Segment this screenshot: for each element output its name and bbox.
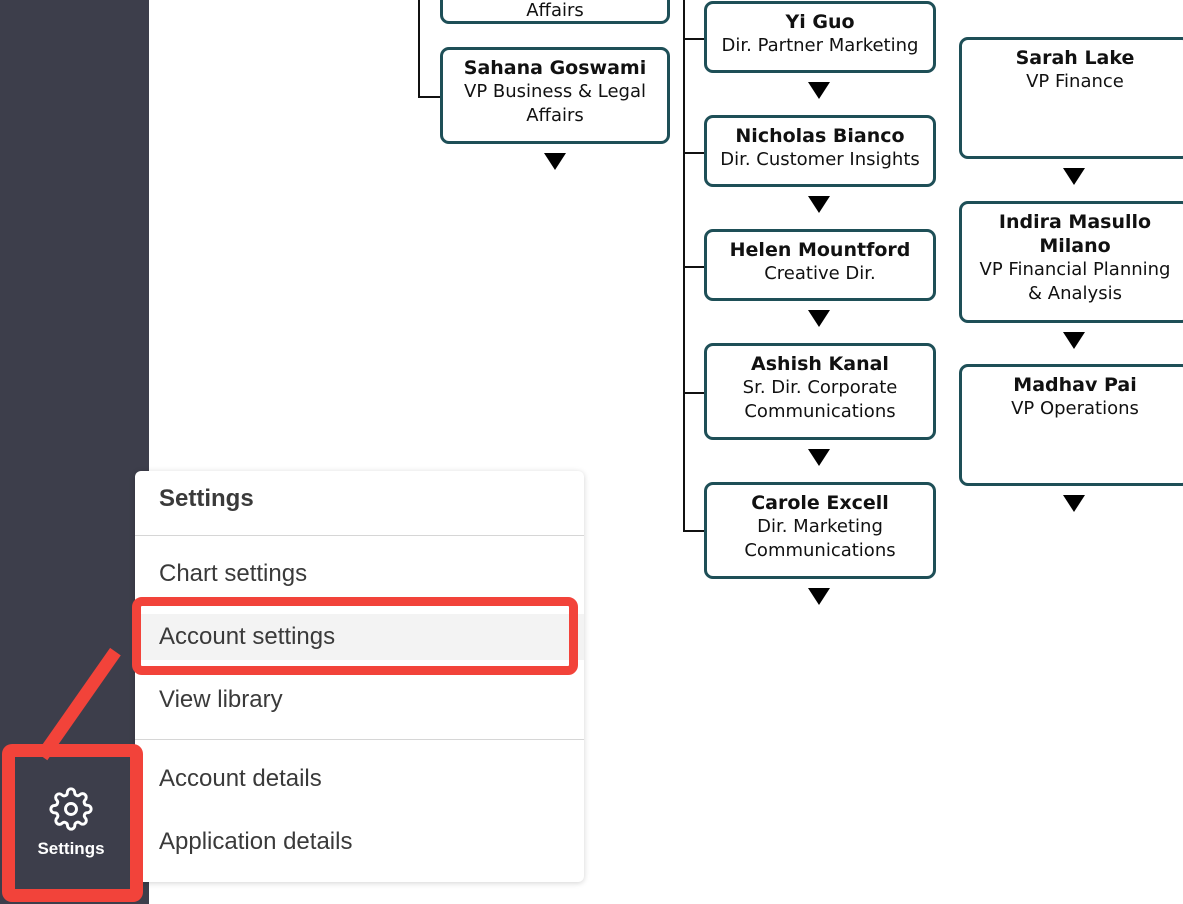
org-node[interactable]: Madhav Pai VP Operations: [959, 364, 1183, 486]
org-node[interactable]: Carole Excell Dir. Marketing Communicati…: [704, 482, 936, 579]
org-node-title: Dir. Marketing Communications: [744, 516, 896, 561]
org-node[interactable]: Affairs: [440, 0, 670, 24]
settings-menu: Settings Chart settings Account settings…: [135, 471, 584, 882]
connector: [683, 152, 707, 154]
org-node-title: Creative Dir.: [764, 263, 876, 284]
connector: [418, 0, 420, 97]
org-node-name: Carole Excell: [751, 492, 889, 514]
org-node-name: Yi Guo: [785, 11, 855, 33]
connector: [683, 38, 707, 40]
expand-arrow-icon[interactable]: [544, 153, 566, 170]
expand-arrow-icon[interactable]: [808, 82, 830, 99]
org-node-name: Ashish Kanal: [751, 353, 889, 375]
org-node[interactable]: Helen Mountford Creative Dir.: [704, 229, 936, 301]
settings-menu-header: Settings: [159, 485, 254, 512]
menu-divider: [135, 739, 584, 740]
gear-icon: [49, 787, 93, 831]
expand-arrow-icon[interactable]: [808, 588, 830, 605]
expand-arrow-icon[interactable]: [808, 196, 830, 213]
org-node[interactable]: Indira Masullo Milano VP Financial Plann…: [959, 201, 1183, 323]
org-node-name: Sahana Goswami: [463, 57, 647, 79]
sidebar-settings-button[interactable]: Settings: [14, 757, 128, 889]
org-node-title: VP Business & Legal Affairs: [464, 81, 646, 126]
menu-item-chart-settings[interactable]: Chart settings: [159, 560, 308, 587]
expand-arrow-icon[interactable]: [1063, 332, 1085, 349]
org-node-title: VP Financial Planning & Analysis: [979, 259, 1171, 304]
menu-item-account-details[interactable]: Account details: [159, 765, 322, 792]
org-node[interactable]: Sahana Goswami VP Business & Legal Affai…: [440, 47, 670, 144]
org-node-name: Madhav Pai: [1013, 374, 1137, 396]
connector: [683, 266, 707, 268]
menu-item-view-library[interactable]: View library: [159, 686, 283, 713]
org-node-title: VP Operations: [1011, 398, 1139, 419]
menu-item-application-details[interactable]: Application details: [159, 828, 353, 855]
org-node-title: Affairs: [526, 0, 584, 21]
org-node-title: VP Finance: [1026, 71, 1124, 92]
org-node-name: Indira Masullo Milano: [998, 211, 1152, 257]
org-node[interactable]: Ashish Kanal Sr. Dir. Corporate Communic…: [704, 343, 936, 440]
menu-item-account-settings[interactable]: Account settings: [135, 614, 584, 660]
org-node-name: Helen Mountford: [729, 239, 911, 261]
expand-arrow-icon[interactable]: [808, 310, 830, 327]
expand-arrow-icon[interactable]: [1063, 168, 1085, 185]
org-node[interactable]: Yi Guo Dir. Partner Marketing: [704, 1, 936, 73]
expand-arrow-icon[interactable]: [808, 449, 830, 466]
org-node[interactable]: Sarah Lake VP Finance: [959, 37, 1183, 159]
connector: [418, 96, 442, 98]
org-node-title: Dir. Partner Marketing: [721, 35, 919, 56]
org-node-name: Sarah Lake: [1015, 47, 1135, 69]
org-node[interactable]: Nicholas Bianco Dir. Customer Insights: [704, 115, 936, 187]
menu-divider: [135, 535, 584, 536]
org-node-name: Nicholas Bianco: [735, 125, 905, 147]
connector: [683, 530, 707, 532]
expand-arrow-icon[interactable]: [1063, 495, 1085, 512]
org-node-title: Sr. Dir. Corporate Communications: [742, 377, 898, 422]
connector: [683, 0, 685, 531]
connector: [683, 392, 707, 394]
sidebar-settings-label: Settings: [37, 839, 105, 858]
org-node-title: Dir. Customer Insights: [720, 149, 920, 170]
